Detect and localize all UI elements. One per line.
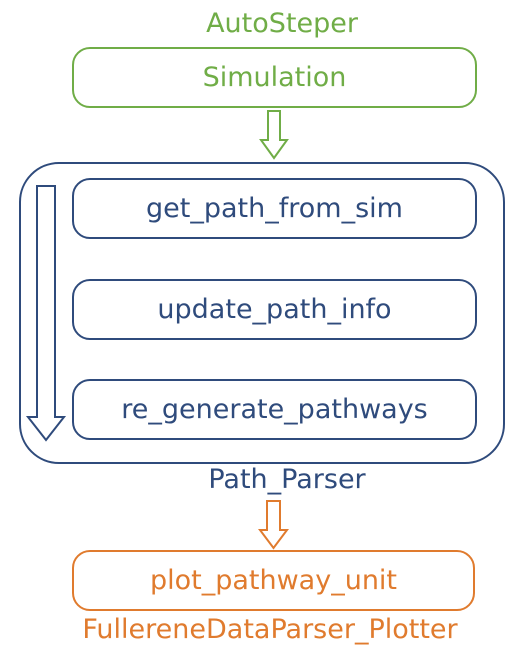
step-get-path-from-sim: get_path_from_sim — [72, 178, 477, 239]
arrow-down-icon — [258, 500, 289, 550]
step-re-generate-pathways: re_generate_pathways — [72, 379, 477, 440]
long-arrow-down-icon — [25, 185, 67, 442]
simulation-box: Simulation — [72, 47, 477, 108]
step-label: re_generate_pathways — [121, 394, 428, 425]
step-label: update_path_info — [157, 294, 392, 325]
plotter-title: FullereneDataParser_Plotter — [82, 614, 458, 645]
simulation-label: Simulation — [202, 62, 347, 93]
path-parser-title: Path_Parser — [208, 464, 366, 495]
plot-pathway-unit-label: plot_pathway_unit — [149, 565, 398, 596]
step-label: get_path_from_sim — [146, 193, 403, 224]
path-parser-container — [19, 162, 505, 464]
autosteper-title: AutoSteper — [206, 8, 358, 39]
step-update-path-info: update_path_info — [72, 279, 477, 340]
arrow-down-icon — [259, 110, 289, 160]
plot-pathway-unit-box: plot_pathway_unit — [72, 550, 475, 611]
